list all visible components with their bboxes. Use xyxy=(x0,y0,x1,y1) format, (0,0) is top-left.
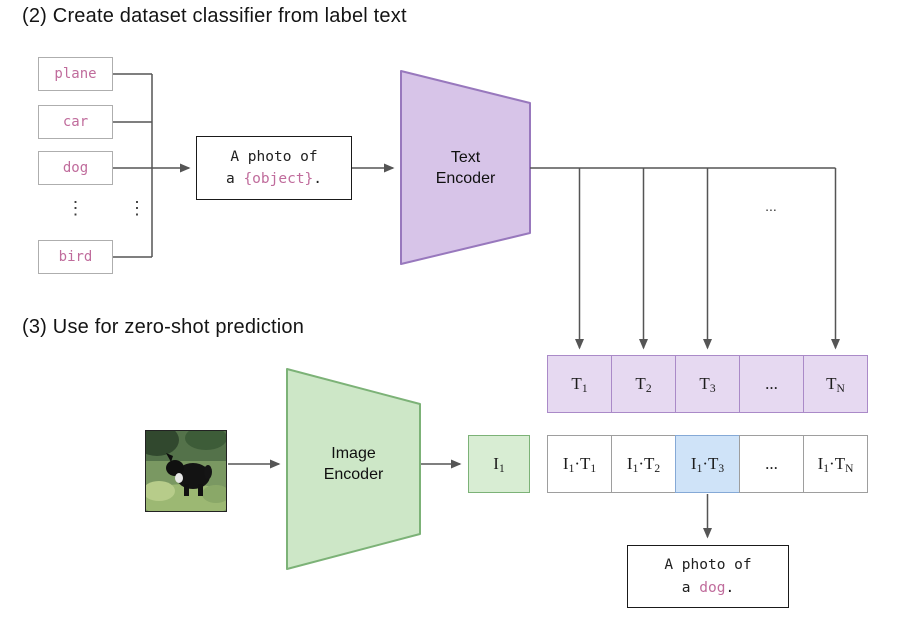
i1-label: I1 xyxy=(493,453,505,475)
label-box-plane: plane xyxy=(38,57,113,91)
dog-photo-illustration xyxy=(135,424,232,518)
it-ellipsis-label: ... xyxy=(765,453,778,473)
image-encoder-shape xyxy=(286,368,421,570)
i1t2-label: I1·T2 xyxy=(626,453,661,475)
tn-label: TN xyxy=(826,373,845,395)
t2-cell: T2 xyxy=(611,355,676,413)
prompt-object-token: {object} xyxy=(243,171,314,187)
section2-title: (2) Create dataset classifier from label… xyxy=(22,5,407,27)
image-embedding-box: I1 xyxy=(468,435,530,493)
label-box-dog: dog xyxy=(38,151,113,185)
i1tn-cell: I1·TN xyxy=(803,435,868,493)
i1t2-cell: I1·T2 xyxy=(611,435,676,493)
t-ellipsis-cell: ... xyxy=(739,355,804,413)
labels-ellipsis: ⋮ xyxy=(66,198,85,218)
i1tn-label: I1·TN xyxy=(817,453,854,475)
prompt-line2: a {object}. xyxy=(225,171,323,187)
t1-label: T1 xyxy=(571,373,588,395)
t3-cell: T3 xyxy=(675,355,740,413)
label-box-car: car xyxy=(38,105,113,139)
input-dog-image xyxy=(135,424,232,518)
prediction-box: A photo of a dog. xyxy=(627,545,789,608)
i1t3-label: I1·T3 xyxy=(690,453,725,475)
predicted-class-token: dog xyxy=(699,579,726,596)
prompt-box: A photo of a {object}. xyxy=(196,136,352,200)
prompt-line1: A photo of xyxy=(230,148,318,165)
similarity-row: I1·T1 I1·T2 I1·T3 ... I1·TN xyxy=(547,435,868,493)
i1t3-cell-highlighted: I1·T3 xyxy=(675,435,740,493)
t3-label: T3 xyxy=(699,373,716,395)
text-encoder-shape xyxy=(400,70,531,265)
prediction-line1: A photo of xyxy=(664,557,752,574)
prediction-line2: a dog. xyxy=(681,579,735,596)
it-ellipsis-cell: ... xyxy=(739,435,804,493)
text-embedding-row: T1 T2 T3 ... TN xyxy=(547,355,868,413)
connector-ellipsis: ⋮ xyxy=(128,198,146,218)
t-ellipsis-label: ... xyxy=(765,373,778,393)
section3-title: (3) Use for zero-shot prediction xyxy=(22,316,305,338)
bus-ellipsis: ... xyxy=(765,198,777,214)
label-box-bird: bird xyxy=(38,240,113,274)
t1-cell: T1 xyxy=(547,355,612,413)
tn-cell: TN xyxy=(803,355,868,413)
i1t1-label: I1·T1 xyxy=(562,453,597,475)
text-encoder-label: Text Encoder xyxy=(435,149,496,187)
t2-label: T2 xyxy=(635,373,652,395)
image-encoder-label: Image Encoder xyxy=(323,445,384,483)
i1t1-cell: I1·T1 xyxy=(547,435,612,493)
